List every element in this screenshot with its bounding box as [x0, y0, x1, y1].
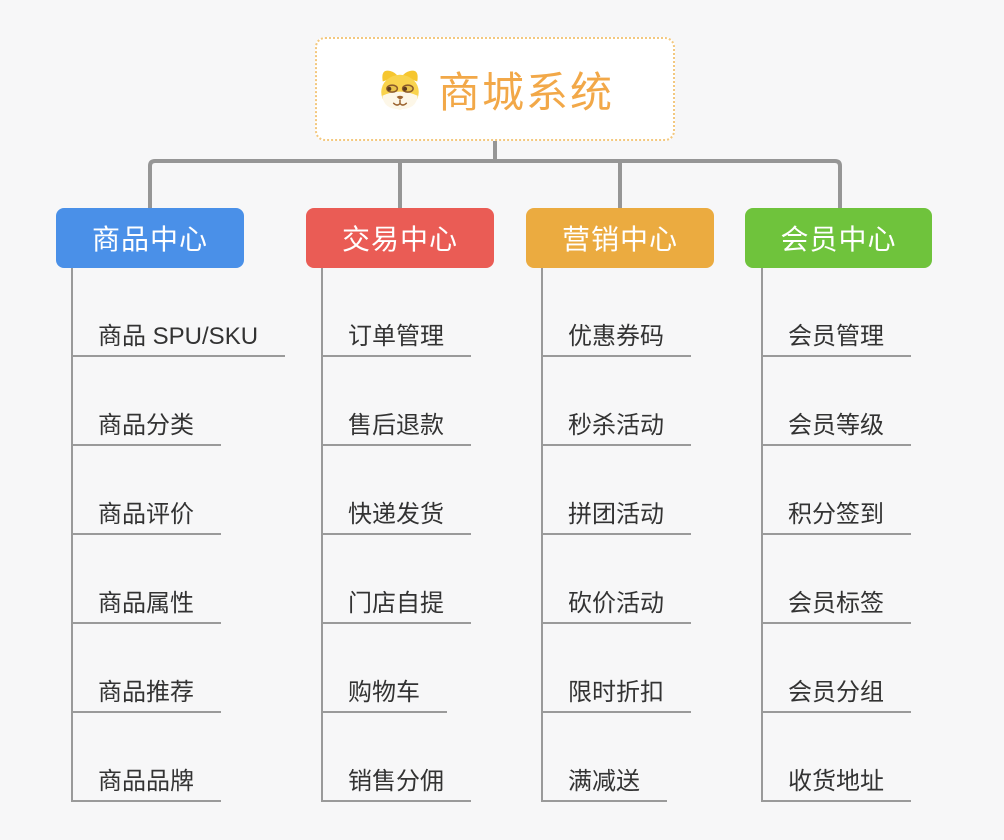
- branch-label: 交易中心: [341, 224, 458, 255]
- leaf-node[interactable]: 砍价活动: [541, 582, 691, 624]
- branch-node-product-center[interactable]: 商品中心: [56, 208, 244, 268]
- leaf-node[interactable]: 商品属性: [71, 582, 221, 624]
- leaf-node[interactable]: 商品分类: [71, 404, 221, 446]
- leaf-node[interactable]: 限时折扣: [541, 671, 691, 713]
- branch-bus-line: [148, 159, 842, 210]
- leaf-node[interactable]: 会员等级: [761, 404, 911, 446]
- leaf-node[interactable]: 收货地址: [761, 760, 911, 802]
- leaf-node[interactable]: 商品评价: [71, 493, 221, 535]
- dog-face-icon: [381, 70, 419, 110]
- leaf-node[interactable]: 商品推荐: [71, 671, 221, 713]
- leaf-node[interactable]: 会员分组: [761, 671, 911, 713]
- leaf-node[interactable]: 门店自提: [321, 582, 471, 624]
- leaf-node[interactable]: 购物车: [321, 671, 447, 713]
- branch-node-trade-center[interactable]: 交易中心: [306, 208, 494, 268]
- leaf-node[interactable]: 会员管理: [761, 315, 911, 357]
- leaf-node[interactable]: 积分签到: [761, 493, 911, 535]
- branch-label: 营销中心: [561, 224, 678, 255]
- leaf-node[interactable]: 订单管理: [321, 315, 471, 357]
- root-title: 商城系统: [437, 68, 614, 116]
- leaf-node[interactable]: 销售分佣: [321, 760, 471, 802]
- branch-node-marketing-center[interactable]: 营销中心: [526, 208, 714, 268]
- leaf-node[interactable]: 商品 SPU/SKU: [71, 315, 286, 357]
- leaf-node[interactable]: 会员标签: [761, 582, 911, 624]
- leaf-node[interactable]: 快递发货: [321, 493, 471, 535]
- leaf-node[interactable]: 商品品牌: [71, 760, 221, 802]
- leaf-node[interactable]: 秒杀活动: [541, 404, 691, 446]
- leaf-node[interactable]: 满减送: [541, 760, 667, 802]
- leaf-node[interactable]: 拼团活动: [541, 493, 691, 535]
- branch-label: 会员中心: [780, 224, 897, 255]
- root-node[interactable]: 商城系统: [315, 37, 675, 141]
- leaf-node[interactable]: 优惠券码: [541, 315, 691, 357]
- leaf-node[interactable]: 售后退款: [321, 404, 471, 446]
- branch-node-member-center[interactable]: 会员中心: [745, 208, 932, 268]
- branch-label: 商品中心: [91, 224, 208, 255]
